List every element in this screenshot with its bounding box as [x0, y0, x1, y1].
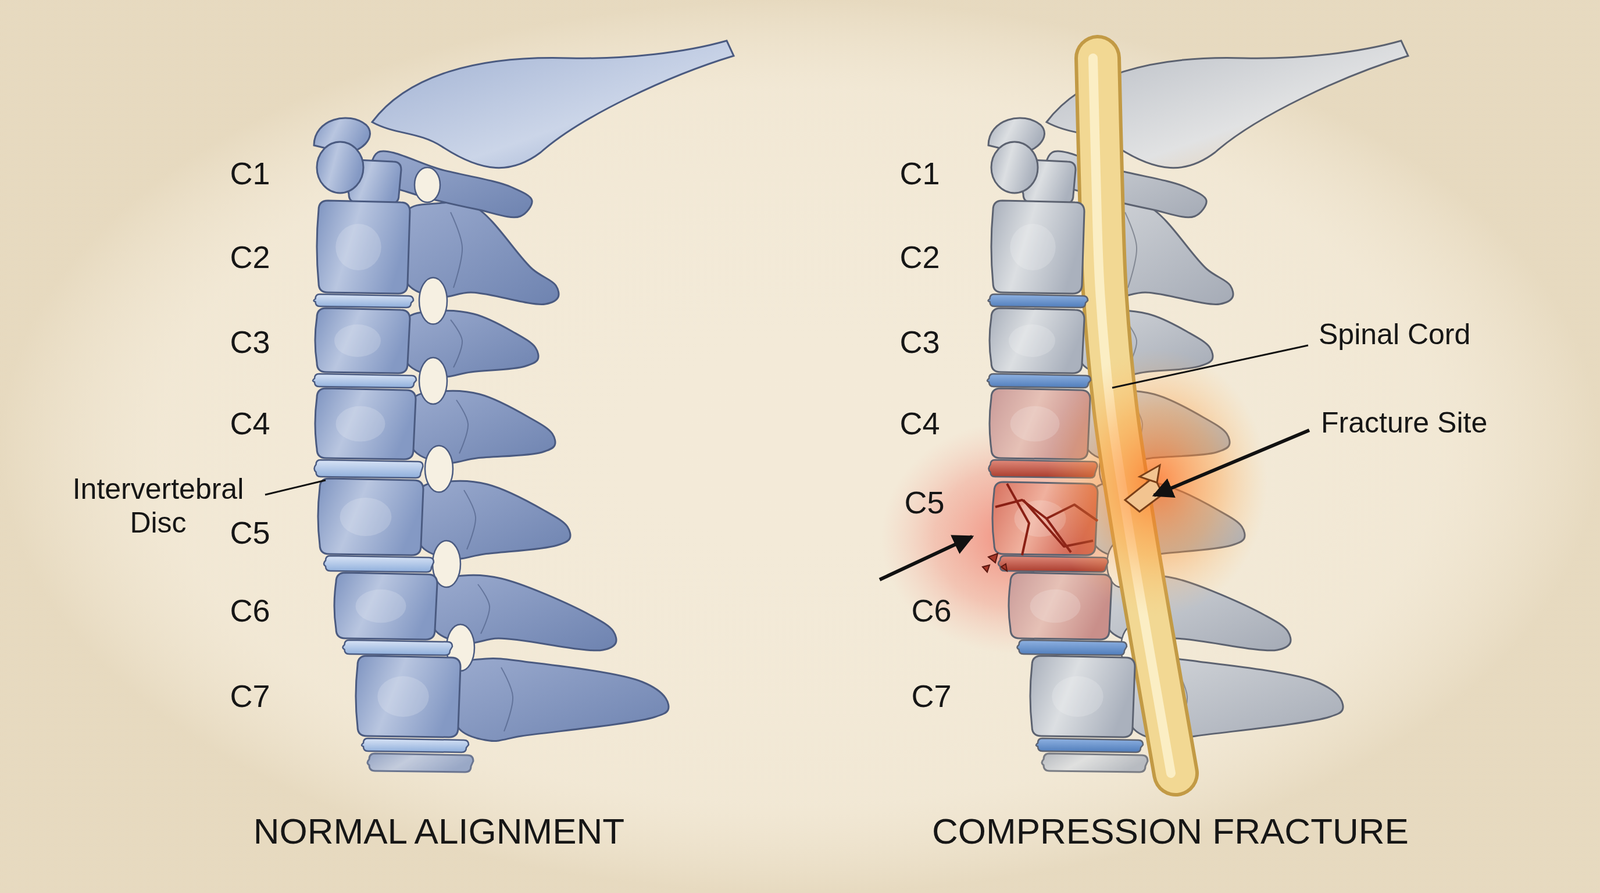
part-label: Spinal Cord — [1318, 318, 1471, 352]
intervertebral-disc — [361, 738, 469, 753]
vertebra-label: C4 — [899, 405, 940, 442]
injury-glow — [1046, 348, 1268, 617]
vertebral-body — [318, 478, 424, 556]
vertebra-label: C5 — [904, 484, 945, 521]
vertebral-body — [991, 200, 1085, 294]
vertebra-label: C6 — [911, 592, 952, 629]
pointer-arrow — [879, 536, 973, 580]
part-label: Fracture Site — [1320, 406, 1488, 441]
vertebra-label: C2 — [899, 238, 940, 275]
skull-base — [372, 40, 734, 169]
atlas-anterior-arch — [316, 141, 364, 194]
vertebra-label: C3 — [899, 323, 940, 360]
bone-fragment — [982, 565, 990, 573]
spinous-process — [451, 658, 669, 742]
bone-highlight — [1010, 406, 1060, 442]
bone-highlight — [1051, 676, 1104, 717]
intervertebral-disc — [343, 640, 453, 656]
atlas-anterior-arch — [991, 141, 1038, 194]
fracture-crack — [1006, 483, 1030, 556]
normal-spine — [312, 40, 734, 773]
vertebra-label: C4 — [229, 405, 270, 442]
facet-line — [450, 319, 463, 368]
panel-caption: NORMAL ALIGNMENT — [253, 810, 625, 852]
bone-highlight — [355, 589, 407, 624]
vertebra-label: C7 — [911, 677, 952, 714]
vertebral-body — [1030, 655, 1135, 738]
facet-line — [463, 490, 476, 550]
intervertebral-disc — [313, 294, 414, 308]
vertebral-body — [334, 572, 438, 640]
vertebra-label: C7 — [229, 677, 270, 714]
facet-line — [501, 667, 513, 732]
foramen — [419, 277, 448, 325]
bone-highlight — [335, 223, 382, 271]
foramen — [419, 357, 448, 405]
intervertebral-disc — [314, 459, 424, 478]
vertebral-body — [315, 388, 416, 460]
bone-highlight — [1009, 223, 1056, 271]
bone-highlight — [1030, 589, 1081, 624]
vertebral-body — [1041, 753, 1148, 773]
vertebral-body — [989, 308, 1085, 374]
bone-highlight — [336, 406, 386, 442]
bone-highlight — [340, 497, 392, 537]
bone-highlight — [334, 324, 381, 357]
bone-shard — [1139, 465, 1160, 483]
facet-line — [456, 400, 469, 454]
leader-line — [265, 480, 326, 495]
leader-line — [1112, 345, 1309, 388]
pointer-arrow — [1154, 430, 1310, 496]
vertebra-label: C6 — [229, 592, 270, 629]
vertebral-body — [355, 655, 461, 738]
bone-highlight — [377, 676, 430, 717]
vertebra-label: C1 — [899, 155, 940, 192]
foramen — [414, 167, 441, 203]
panel-caption: COMPRESSION FRACTURE — [931, 810, 1409, 852]
vertebra-label: C1 — [229, 155, 270, 192]
vertebra-label: C3 — [229, 323, 270, 360]
vertebral-body — [367, 753, 474, 773]
bone-fragment — [1001, 563, 1007, 571]
intervertebral-disc — [1017, 640, 1128, 656]
intervertebral-disc — [312, 373, 417, 388]
intervertebral-disc — [987, 373, 1091, 388]
facet-line — [477, 584, 490, 634]
intervertebral-disc — [988, 294, 1089, 308]
bone-fragment — [988, 553, 998, 563]
part-label: Intervertebral Disc — [47, 472, 269, 540]
foramen — [425, 445, 453, 493]
bone-highlight — [1008, 324, 1056, 357]
intervertebral-disc — [323, 555, 434, 573]
facet-line — [450, 212, 463, 288]
intervertebral-disc — [1036, 738, 1144, 753]
vertebral-body — [316, 200, 410, 294]
vertebral-body — [315, 308, 410, 374]
vertebra-label: C5 — [229, 514, 270, 551]
vertebra-label: C2 — [229, 238, 270, 275]
